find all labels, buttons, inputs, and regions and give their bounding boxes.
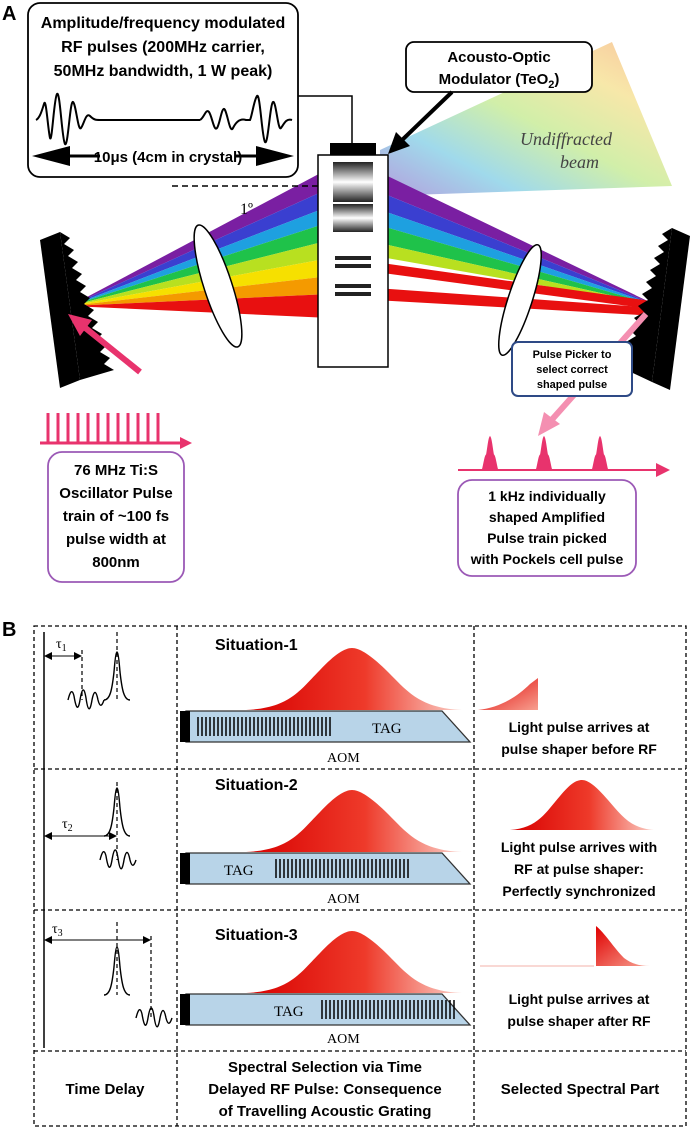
oscillator-box: 76 MHz Ti:S Oscillator Pulse train of ~1…: [47, 451, 185, 583]
tau-1: τ1: [56, 637, 67, 654]
rf-pulse-box: Amplitude/frequency modulated RF pulses …: [27, 2, 299, 178]
right-lens: [498, 243, 542, 357]
situation-2-title: Situation-2: [215, 777, 298, 794]
rf-line-2: RF pulses (200MHz carrier,: [61, 39, 265, 56]
aom-crystal: [317, 143, 389, 368]
rf-line-1: Amplitude/frequency modulated: [41, 15, 285, 32]
amplified-box: 1 kHz individually shaped Amplified Puls…: [457, 479, 637, 577]
rf-connector: [298, 95, 353, 143]
situation-2-desc-2: RF at pulse shaper:: [514, 861, 644, 877]
situation-3-aom-label: AOM: [327, 1032, 360, 1047]
panel-a-label: A: [2, 3, 16, 25]
amp-line-3: Pulse train picked: [487, 530, 607, 546]
footer-time-delay: Time Delay: [66, 1081, 146, 1098]
panel-b-label: B: [2, 619, 16, 641]
aom-label-box: Acousto-Optic Modulator (TeO2): [405, 41, 593, 93]
situation-3-light-pulse: [246, 931, 462, 993]
situation-2-desc-3: Perfectly synchronized: [502, 883, 655, 899]
situation-1-aom: TAG: [180, 710, 472, 743]
situation-3-aom: TAG: [180, 993, 472, 1026]
situation-1-title: Situation-1: [215, 637, 298, 654]
amp-line-4: with Pockels cell pulse: [470, 551, 624, 567]
situation-3-desc-2: pulse shaper after RF: [507, 1013, 651, 1029]
rf-line-3: 50MHz bandwidth, 1 W peak): [54, 63, 273, 80]
situation-2-light-pulse: [246, 790, 462, 852]
osc-line-4: pulse width at: [66, 531, 166, 548]
aom-label-2: Modulator (TeO2): [439, 71, 560, 91]
left-grating: [40, 232, 114, 388]
amp-line-2: shaped Amplified: [489, 509, 605, 525]
undiffracted-label-2: beam: [560, 152, 599, 172]
situation-2-aom-label: AOM: [327, 892, 360, 907]
situation-1-desc-1: Light pulse arrives at: [509, 719, 650, 735]
pulse-picker-box: Pulse Picker to select correct shaped pu…: [511, 341, 633, 397]
situation-3-selected-spectrum: [596, 926, 650, 966]
situation-3-desc-1: Light pulse arrives at: [509, 991, 650, 1007]
aom-label-1: Acousto-Optic: [447, 49, 550, 66]
panel-b-table: [33, 625, 687, 1127]
output-beam-arrow-head: [538, 412, 560, 436]
amplified-train-arrowhead: [656, 463, 670, 477]
osc-line-5: 800nm: [92, 554, 140, 571]
situation-3-tag: TAG: [274, 1004, 304, 1020]
aom-pointer-head: [388, 132, 410, 154]
situation-1-desc-2: pulse shaper before RF: [501, 741, 657, 757]
situation-1-tag: TAG: [372, 721, 402, 737]
situation-2-selected-spectrum: [510, 780, 654, 830]
situation-1-aom-label: AOM: [327, 751, 360, 766]
situation-1-timing: τ1: [43, 632, 131, 1048]
situation-2-timing: τ2: [44, 782, 137, 870]
input-beam-arrow-head: [68, 314, 92, 336]
footer-spectral-selection-2: Delayed RF Pulse: Consequence: [208, 1081, 441, 1098]
tau-2: τ2: [62, 817, 73, 834]
situation-2-desc-1: Light pulse arrives with: [501, 839, 657, 855]
footer-selected-part: Selected Spectral Part: [501, 1081, 659, 1098]
rf-duration-label: 10μs (4cm in crystal): [94, 149, 242, 166]
situation-1-selected-spectrum: [478, 678, 538, 710]
angle-label: 1º: [240, 201, 253, 218]
rf-waveform-right: [199, 94, 293, 144]
picker-line-2: select correct: [536, 364, 608, 376]
situation-2-aom: TAG: [180, 852, 472, 885]
undiffracted-beam: [380, 42, 672, 196]
tau-3: τ3: [52, 922, 63, 939]
footer-spectral-selection-1: Spectral Selection via Time: [228, 1059, 422, 1076]
right-grating: [618, 228, 690, 390]
osc-line-1: 76 MHz Ti:S: [74, 462, 158, 479]
situation-3-timing: τ3: [44, 922, 173, 1028]
oscillator-train-arrowhead: [180, 437, 192, 449]
undiffracted-label-1: Undiffracted: [520, 129, 613, 149]
rf-waveform-left: [35, 92, 200, 146]
picker-line-3: shaped pulse: [537, 379, 607, 391]
left-lens: [193, 224, 243, 348]
footer-spectral-selection-3: of Travelling Acoustic Grating: [219, 1103, 432, 1120]
oscillator-pulse-train: [40, 413, 182, 445]
situation-3-title: Situation-3: [215, 927, 298, 944]
osc-line-3: train of ~100 fs: [63, 508, 169, 525]
situation-1-light-pulse: [246, 648, 462, 710]
amp-line-1: 1 kHz individually: [488, 488, 606, 504]
situation-2-tag: TAG: [224, 863, 254, 879]
input-beam-arrow: [76, 319, 142, 375]
aom-pointer-arrow: [398, 90, 454, 144]
amplified-pulse-train: [458, 435, 660, 471]
picker-line-1: Pulse Picker to: [533, 349, 612, 361]
osc-line-2: Oscillator Pulse: [59, 485, 172, 502]
